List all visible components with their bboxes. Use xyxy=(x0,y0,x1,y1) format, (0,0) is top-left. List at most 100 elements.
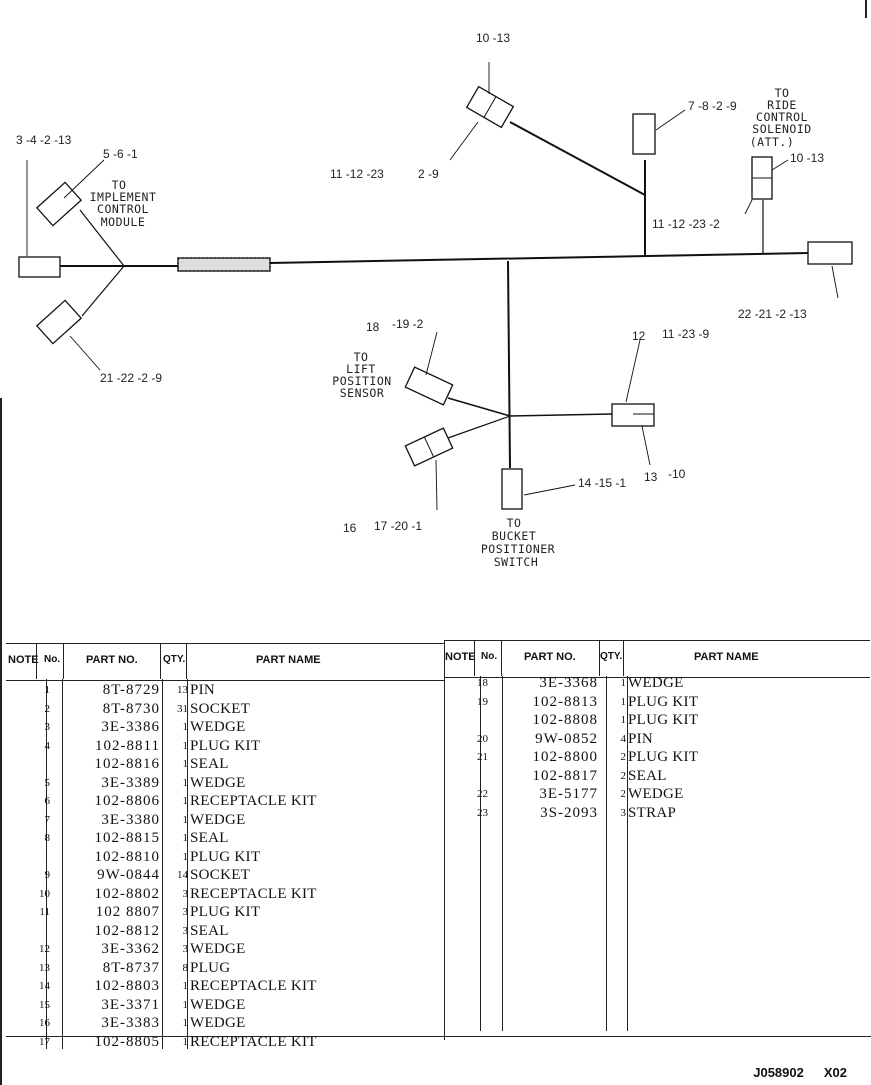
part-name: PLUG KIT xyxy=(628,693,699,710)
caption-bucket-3: POSITIONER xyxy=(481,542,555,556)
quantity: 1 xyxy=(182,850,189,863)
quantity: 4 xyxy=(620,732,627,745)
header-no: No. xyxy=(481,651,498,662)
part-name: SOCKET xyxy=(190,700,251,717)
part-name: PLUG xyxy=(190,959,231,976)
item-number: 12 xyxy=(39,943,50,955)
part-name: PLUG KIT xyxy=(190,737,261,754)
col-divider xyxy=(480,676,481,1031)
item-number: 16 xyxy=(39,1017,50,1029)
caption-implement-2: IMPLEMENT xyxy=(90,190,157,204)
part-number: 102-8816 xyxy=(94,756,160,772)
part-number: 3S-2093 xyxy=(540,804,598,821)
quantity: 8 xyxy=(182,961,189,974)
part-number: 102-8803 xyxy=(94,978,160,994)
callout-c10: 22 -21 -2 -13 xyxy=(738,307,807,321)
connector-lift-sensor xyxy=(404,366,454,406)
part-number: 8T-8729 xyxy=(102,682,160,698)
col-divider xyxy=(62,679,63,1049)
col-divider xyxy=(46,679,47,1049)
part-name: WEDGE xyxy=(190,719,246,735)
part-name: SEAL xyxy=(190,922,229,939)
callout-c15: 14 -15 -1 xyxy=(578,476,626,490)
quantity: 1 xyxy=(620,695,627,708)
item-number: 13 xyxy=(39,961,50,974)
callout-c14: 11 -23 -9 xyxy=(662,327,709,341)
item-number: 22 xyxy=(477,788,488,800)
callout-c9: 11 -12 -23 -2 xyxy=(652,217,720,231)
callout-c13: 12 xyxy=(632,329,646,343)
item-number: 3 xyxy=(44,721,51,733)
table-header: NOTE No. PART NO. QTY. PART NAME xyxy=(444,640,870,678)
part-name: WEDGE xyxy=(190,811,246,828)
item-number: 8 xyxy=(44,832,51,844)
callout-c12: -19 -2 xyxy=(392,317,424,331)
page-left-edge xyxy=(0,398,2,1085)
part-name: SEAL xyxy=(190,756,229,772)
quantity: 1 xyxy=(620,714,627,726)
part-number: 102-8806 xyxy=(94,793,160,809)
part-number: 9W-0844 xyxy=(97,867,160,883)
part-name: WEDGE xyxy=(190,1015,246,1031)
quantity: 1 xyxy=(182,1017,189,1029)
quantity: 1 xyxy=(182,980,189,992)
quantity: 1 xyxy=(182,795,189,807)
part-number: 3E-3383 xyxy=(101,1015,160,1031)
harness-sleeve xyxy=(177,257,271,272)
callout-c19: 17 -20 -1 xyxy=(374,519,422,533)
col-divider xyxy=(187,679,188,1049)
part-name: WEDGE xyxy=(190,941,246,957)
part-number: 3E-5177 xyxy=(539,786,598,802)
item-number: 6 xyxy=(44,795,51,807)
col-divider xyxy=(36,643,37,679)
part-name: PLUG KIT xyxy=(628,712,699,728)
quantity: 1 xyxy=(182,758,189,770)
wiring-harness-diagram: 3 -4 -2 -13 5 -6 -1 21 -22 -2 -9 10 -13 … xyxy=(16,31,853,569)
part-number: 102-8815 xyxy=(94,830,160,846)
quantity: 2 xyxy=(620,788,627,800)
connector-right-end xyxy=(807,241,853,265)
connector-lower-left xyxy=(35,299,83,345)
quantity: 1 xyxy=(182,776,189,789)
quantity: 31 xyxy=(177,702,188,715)
connector-upper-right xyxy=(632,113,656,155)
quantity: 3 xyxy=(182,924,189,937)
callout-c2: 5 -6 -1 xyxy=(103,147,138,161)
header-part-name: PART NAME xyxy=(694,651,759,663)
header-note: NOTE xyxy=(8,654,39,666)
header-no: No. xyxy=(44,654,61,665)
col-divider xyxy=(186,643,187,679)
part-name: WEDGE xyxy=(628,786,684,802)
part-name: WEDGE xyxy=(190,774,246,791)
caption-lift-4: SENSOR xyxy=(340,386,385,400)
part-number: 102-8805 xyxy=(94,1033,160,1050)
part-name: RECEPTACLE KIT xyxy=(190,1033,317,1050)
part-number: 8T-8730 xyxy=(102,700,160,717)
part-number: 102-8812 xyxy=(94,922,160,939)
callout-c3: 21 -22 -2 -9 xyxy=(100,371,162,385)
caption-bucket-1: TO xyxy=(507,516,522,530)
item-number: 2 xyxy=(44,702,51,715)
part-name: PIN xyxy=(190,682,216,698)
table-bottom-rule xyxy=(6,1036,871,1037)
header-part-no: PART NO. xyxy=(86,654,138,666)
part-number: 3E-3389 xyxy=(101,774,160,791)
item-number: 20 xyxy=(477,732,488,745)
col-divider xyxy=(63,643,64,679)
part-number: 8T-8737 xyxy=(102,959,160,976)
